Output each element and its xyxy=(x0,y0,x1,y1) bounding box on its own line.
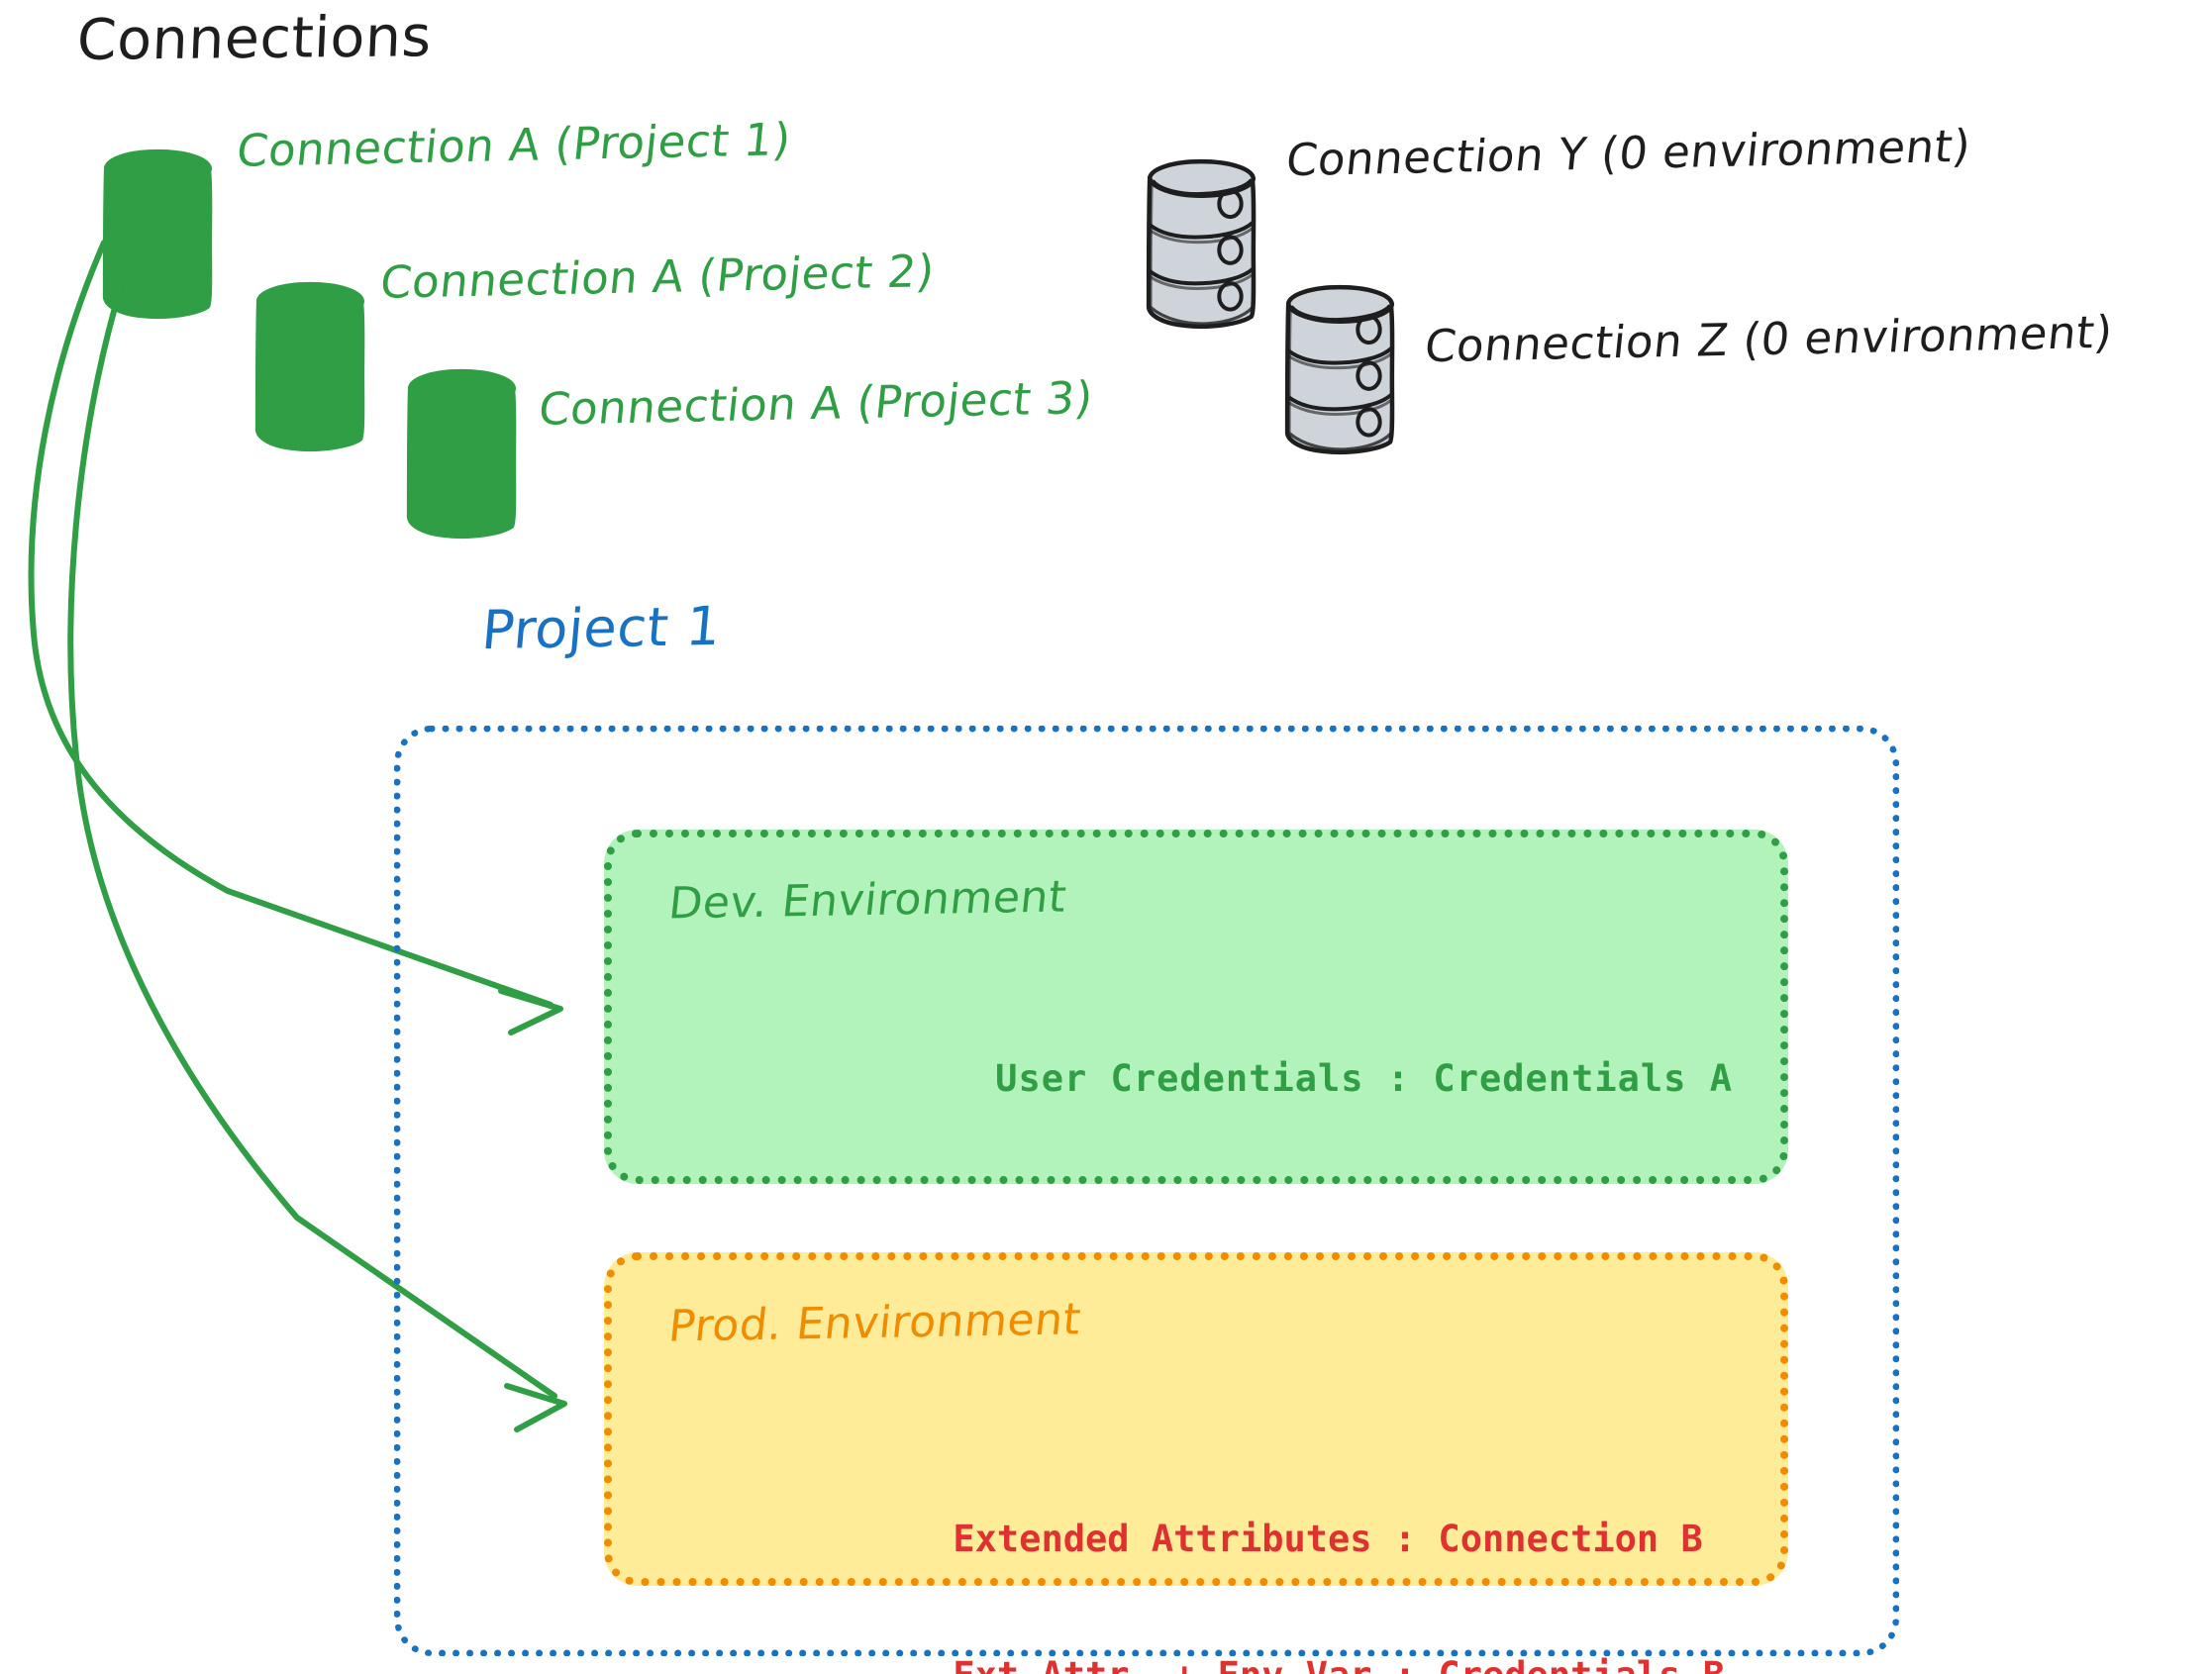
prod-environment-box: Prod. Environment Extended Attributes : … xyxy=(604,1252,1788,1674)
connections-heading: Connections xyxy=(75,4,434,73)
dev-environment-box: Dev. Environment User Credentials : Cred… xyxy=(604,830,1788,1184)
dev-user-credentials-entry: User Credentials : Credentials A xyxy=(995,1057,1733,1100)
cylinder-connection-a1 xyxy=(105,151,210,318)
prod-entries-group: Extended Attributes : Connection B Ext.A… xyxy=(953,1425,1725,1674)
connection-label-a3: Connection A (Project 3) xyxy=(536,371,1096,436)
connection-label-y: Connection Y (0 environment) xyxy=(1283,119,1973,187)
prod-environment-title: Prod. Environment xyxy=(665,1294,1084,1352)
cylinder-connection-a3 xyxy=(409,371,514,538)
cylinder-connection-z xyxy=(1287,287,1392,453)
project-title: Project 1 xyxy=(479,594,724,662)
prod-ext-attr-env-var-entry: Ext.Attr. + Env.Var : Credentials B xyxy=(953,1653,1725,1674)
connection-label-a1: Connection A (Project 1) xyxy=(234,113,794,177)
cylinder-connection-a2 xyxy=(257,284,362,450)
project-1-container xyxy=(394,726,1899,1656)
connection-label-z: Connection Z (0 environment) xyxy=(1422,305,2116,373)
prod-extended-attributes-entry: Extended Attributes : Connection B xyxy=(953,1517,1703,1560)
connection-label-a2: Connection A (Project 2) xyxy=(377,245,938,309)
dev-environment-title: Dev. Environment xyxy=(665,871,1069,930)
cylinder-connection-y xyxy=(1149,161,1254,328)
